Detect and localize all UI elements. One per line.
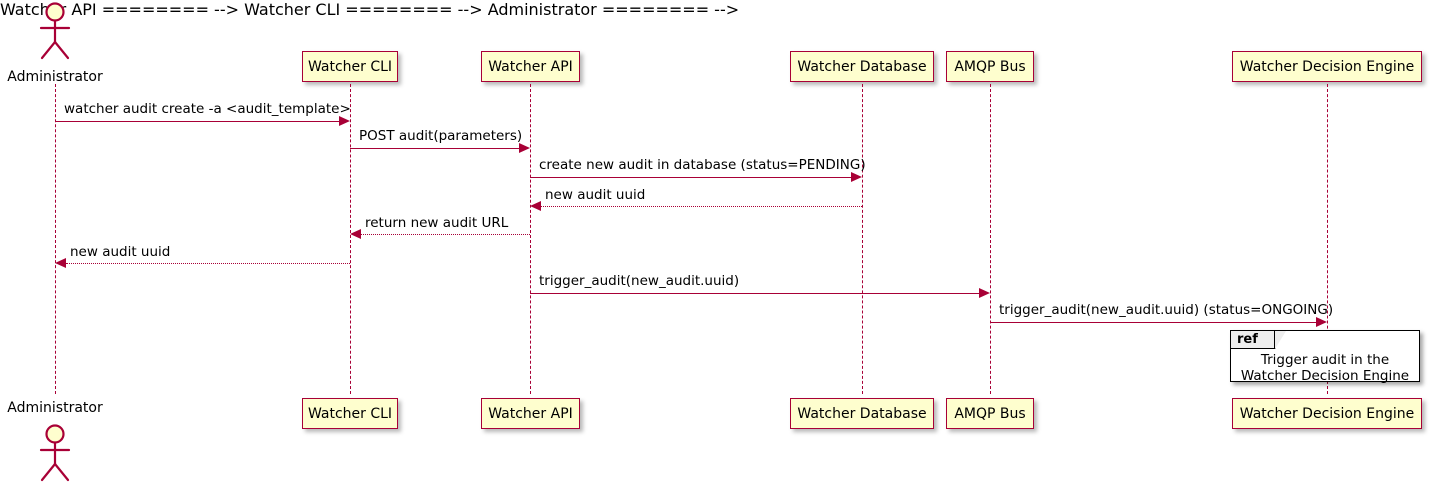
message-label-7: trigger_audit(new_audit.uuid)	[539, 273, 740, 289]
message-line-2	[350, 148, 519, 149]
participant-label-amqp-bus-bottom: AMQP Bus	[954, 405, 1026, 422]
lifeline-watcher-database	[862, 84, 863, 394]
participant-label-watcher-cli-top: Watcher CLI	[307, 58, 393, 75]
ref-fragment-line-1: Trigger audit in the	[1260, 352, 1390, 368]
message-line-6	[66, 263, 350, 264]
lifeline-watcher-api	[530, 84, 531, 394]
actor-label-administrator-top: Administrator	[7, 69, 103, 85]
participant-box-watcher-database-bottom[interactable]: Watcher Database	[790, 398, 934, 429]
participant-label-watcher-api-bottom: Watcher API	[488, 405, 573, 422]
ref-fragment-tab-label: ref	[1237, 332, 1258, 347]
participant-label-watcher-database-top: Watcher Database	[797, 58, 927, 75]
message-line-8	[990, 322, 1316, 323]
message-line-7	[530, 293, 979, 294]
message-arrowhead-5	[350, 229, 361, 239]
participant-box-watcher-decision-engine-top[interactable]: Watcher Decision Engine	[1232, 51, 1422, 82]
message-label-1: watcher audit create -a <audit_template>	[64, 101, 351, 117]
message-arrowhead-1	[339, 116, 350, 126]
message-label-4: new audit uuid	[545, 187, 646, 203]
lifeline-amqp-bus	[990, 84, 991, 394]
actor-administrator-bottom	[32, 424, 78, 482]
actor-label-administrator-bottom: Administrator	[7, 400, 103, 416]
message-arrowhead-4	[530, 201, 541, 211]
lifeline-watcher-cli	[350, 84, 351, 394]
message-label-3: create new audit in database (status=PEN…	[539, 157, 866, 173]
participant-box-amqp-bus-top[interactable]: AMQP Bus	[946, 51, 1034, 82]
ref-fragment-tab: ref	[1231, 331, 1275, 349]
participant-label-watcher-decision-engine-top: Watcher Decision Engine	[1239, 58, 1415, 75]
message-line-5	[361, 234, 530, 235]
message-arrowhead-6	[55, 258, 66, 268]
lifeline-administrator	[55, 84, 56, 394]
ref-fragment-line-2: Watcher Decision Engine	[1240, 368, 1410, 384]
message-arrowhead-2	[519, 143, 530, 153]
message-label-6: new audit uuid	[70, 244, 171, 260]
ref-fragment[interactable]: ref Trigger audit in the Watcher Decisio…	[1230, 330, 1420, 384]
participant-box-watcher-cli-top[interactable]: Watcher CLI	[302, 51, 398, 82]
participant-box-amqp-bus-bottom[interactable]: AMQP Bus	[946, 398, 1034, 429]
participant-box-watcher-api-top[interactable]: Watcher API	[481, 51, 580, 82]
message-arrowhead-3	[851, 172, 862, 182]
participant-label-watcher-database-bottom: Watcher Database	[797, 405, 927, 422]
participant-box-watcher-decision-engine-bottom[interactable]: Watcher Decision Engine	[1232, 398, 1422, 429]
participant-box-watcher-cli-bottom[interactable]: Watcher CLI	[302, 398, 398, 429]
participant-box-watcher-api-bottom[interactable]: Watcher API	[481, 398, 580, 429]
participant-box-watcher-database-top[interactable]: Watcher Database	[790, 51, 934, 82]
message-arrowhead-7	[979, 288, 990, 298]
message-line-1	[55, 121, 339, 122]
participant-label-amqp-bus-top: AMQP Bus	[954, 58, 1026, 75]
message-label-8: trigger_audit(new_audit.uuid) (status=ON…	[999, 302, 1334, 318]
message-line-3	[530, 177, 851, 178]
participant-label-watcher-api-top: Watcher API	[488, 58, 573, 75]
lifeline-watcher-decision-engine	[1327, 84, 1328, 394]
ref-fragment-tab-notch	[1275, 331, 1286, 349]
message-line-4	[541, 206, 862, 207]
message-arrowhead-8	[1316, 317, 1327, 327]
participant-label-watcher-cli-bottom: Watcher CLI	[307, 405, 393, 422]
message-label-2: POST audit(parameters)	[359, 128, 523, 144]
message-label-5: return new audit URL	[365, 215, 509, 231]
participant-label-watcher-decision-engine-bottom: Watcher Decision Engine	[1239, 405, 1415, 422]
actor-administrator-top	[32, 2, 78, 60]
